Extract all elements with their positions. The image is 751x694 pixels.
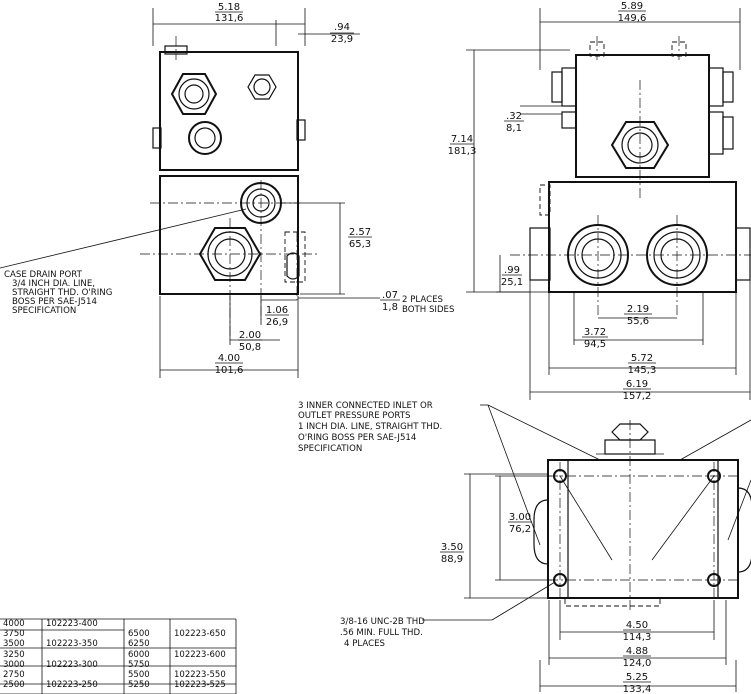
dim-572-in: 5.72 [631, 353, 653, 364]
dim-99-in: .99 [504, 265, 520, 276]
dim-350-in: 3.50 [441, 542, 463, 553]
front-upper-block [159, 51, 299, 171]
dim-450-in: 4.50 [626, 620, 648, 631]
inlet-note-4: O'RING BOSS PER SAE-J514 [298, 433, 416, 443]
case-drain-note-5: SPECIFICATION [12, 306, 76, 316]
front-hex-port [198, 227, 262, 281]
dim-488-mm: 124,0 [623, 658, 652, 669]
table-cell: 5500 [128, 670, 150, 680]
dim-488-in: 4.88 [626, 646, 648, 657]
dim-619-in: 6.19 [626, 379, 648, 390]
dim-372-in: 3.72 [584, 327, 606, 338]
dim-518-in: 5.18 [218, 2, 240, 13]
inlet-note-5: SPECIFICATION [298, 444, 362, 454]
table-cell: 3250 [3, 649, 25, 660]
table-cell: 102223-525 [174, 680, 226, 691]
front-lower-block [159, 175, 299, 295]
dim-257-mm: 65,3 [349, 239, 371, 250]
dim-714-in: 7.14 [451, 134, 473, 145]
side-upper-block [575, 54, 710, 178]
bolt-note-3: 4 PLACES [344, 639, 385, 649]
dim-200-mm: 50,8 [239, 342, 261, 353]
table-cell: 102223-400 [46, 619, 98, 629]
front-round-plug [188, 121, 222, 155]
table-cell: 6500 [128, 629, 150, 640]
dim-525-in: 5.25 [626, 672, 648, 683]
table-cell: 2500 [3, 680, 25, 691]
table-cell: 102223-600 [174, 649, 226, 660]
dim-94-mm: 23,9 [331, 34, 353, 45]
dim-32-mm: 8,1 [506, 123, 522, 134]
table-cell: 6250 [128, 639, 150, 650]
inlet-note-1: 3 INNER CONNECTED INLET OR [298, 401, 433, 411]
table-cell: 6000 [128, 649, 150, 660]
dim-589-in: 5.89 [621, 1, 643, 12]
dim-350-mm: 88,9 [441, 554, 463, 565]
case-drain-note-4: BOSS PER SAE-J514 [12, 297, 97, 307]
gap-note-line1: 2 PLACES [402, 295, 443, 305]
bolt-note-1: 3/8-16 UNC-2B THD [340, 617, 425, 627]
bolt-note-2: .56 MIN. FULL THD. [340, 628, 423, 638]
table-cell: 102223-350 [46, 639, 98, 650]
table-cell: 5750 [128, 659, 150, 670]
case-drain-note-3: STRAIGHT THD. O'RING [12, 288, 112, 298]
dim-400-mm: 101,6 [215, 365, 244, 376]
front-hex-plug-small [247, 74, 277, 100]
case-drain-note-2: 3/4 INCH DIA. LINE, [12, 279, 95, 289]
table-cell: 102223-650 [174, 629, 226, 640]
table-text: 4000 102223-400 3750 6500 102223-650 3500 1022… [0, 619, 236, 694]
dim-372-mm: 94,5 [584, 339, 606, 350]
table-cell: 3500 [3, 639, 25, 650]
dim-07-mm: 1,8 [382, 302, 398, 313]
table-cell: 3000 [3, 659, 25, 670]
inlet-note-2: OUTLET PRESSURE PORTS [298, 411, 410, 421]
dim-257-in: 2.57 [349, 227, 371, 238]
dim-219-in: 2.19 [627, 304, 649, 315]
dim-400-in: 4.00 [218, 353, 240, 364]
gap-note-line2: BOTH SIDES [402, 305, 454, 315]
front-view: 5.18 131,6 .94 23,9 2.57 65,3 1.06 26,9 … [0, 2, 454, 378]
side-hex-plug [610, 121, 670, 169]
side-view: 5.89 149,6 7.14 181,3 .32 8,1 .99 25,1 2… [448, 1, 751, 402]
dim-07-in: .07 [382, 290, 398, 301]
table-cell: 4000 [3, 619, 25, 629]
case-drain-note-1: CASE DRAIN PORT [4, 270, 83, 280]
dim-589-mm: 149,6 [618, 13, 647, 24]
dim-94-in: .94 [334, 22, 350, 33]
top-view: 3.00 76,2 3.50 88,9 4.50 114,3 4.88 124,… [298, 401, 751, 694]
dim-106-mm: 26,9 [266, 317, 288, 328]
inlet-note-3: 1 INCH DIA. LINE, STRAIGHT THD. [298, 422, 442, 432]
dim-619-mm: 157,2 [623, 391, 652, 402]
dim-525-mm: 133,4 [623, 684, 652, 694]
dim-300-mm: 76,2 [509, 524, 531, 535]
dim-714-mm: 181,3 [448, 146, 477, 157]
dim-32-in: .32 [506, 111, 522, 122]
dim-99-mm: 25,1 [501, 277, 523, 288]
table-cell: 102223-250 [46, 680, 98, 691]
front-hex-plug-upper [170, 73, 218, 115]
dim-200-in: 2.00 [239, 330, 261, 341]
dim-219-mm: 55,6 [627, 316, 649, 327]
pressure-setting-table [0, 618, 237, 694]
dim-518-mm: 131,6 [215, 13, 244, 24]
table-cell: 3750 [3, 629, 25, 640]
dim-450-mm: 114,3 [623, 632, 652, 643]
table-cell: 5250 [128, 680, 150, 691]
dim-300-in: 3.00 [509, 512, 531, 523]
table-cell: 102223-550 [174, 670, 226, 680]
dim-106-in: 1.06 [266, 305, 288, 316]
table-cell: 102223-300 [46, 659, 98, 670]
table-cell: 2750 [3, 670, 25, 680]
dim-572-mm: 145,3 [628, 365, 657, 376]
